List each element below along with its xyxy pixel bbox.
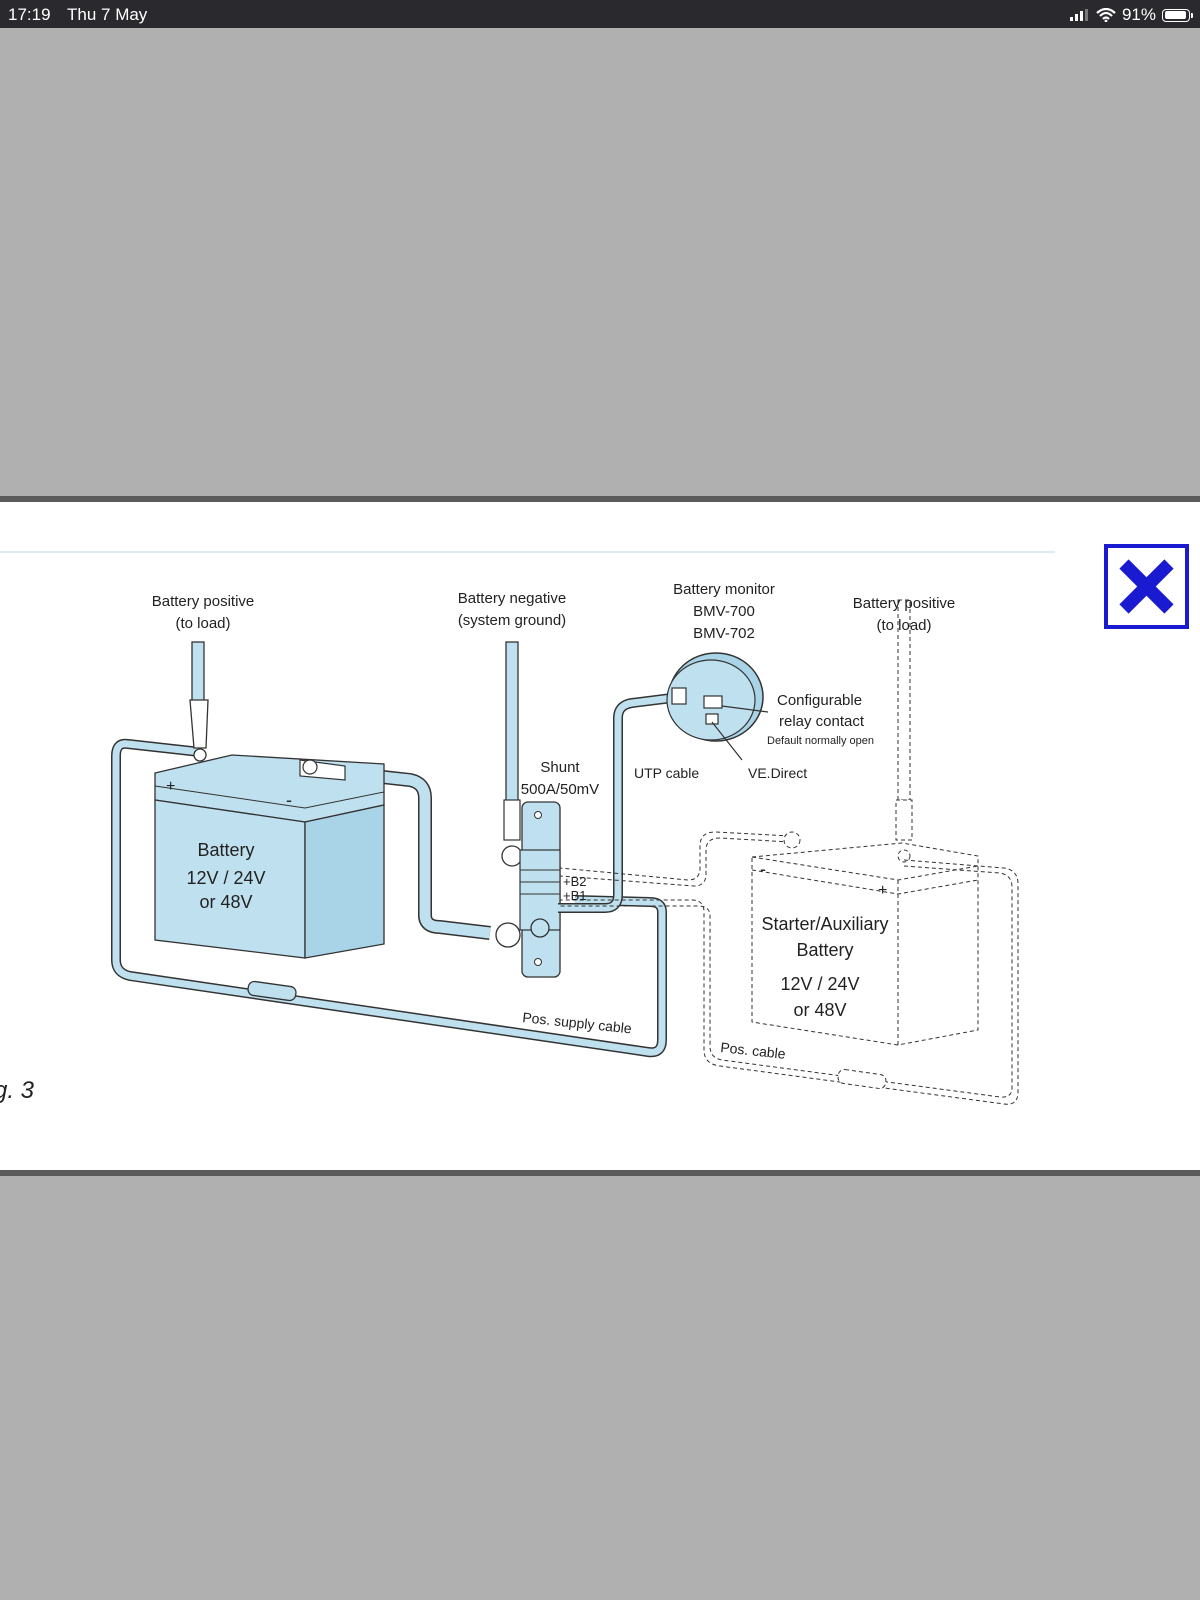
label-battery-positive-left-2: (to load) <box>175 615 230 632</box>
label-monitor-2: BMV-700 <box>693 603 755 620</box>
label-battery-negative-1: Battery negative <box>458 590 566 607</box>
figure-caption: g. 3 <box>0 1077 35 1104</box>
label-relay-1: Configurable <box>777 692 862 709</box>
battery-positive-cable <box>191 641 205 703</box>
close-button[interactable] <box>1104 544 1189 629</box>
shunt <box>519 801 561 978</box>
battery-label-1: Battery <box>197 840 254 860</box>
status-indicators: 91% <box>1069 5 1193 25</box>
status-time: 17:19 <box>8 5 51 24</box>
status-bar: 17:19 Thu 7 May 91% <box>0 0 1200 28</box>
label-relay-2: relay contact <box>779 713 865 730</box>
label-b1: +B1 <box>563 888 587 903</box>
starter-label-1: Starter/Auxiliary <box>761 914 888 934</box>
battery-minus-sign: - <box>286 790 292 810</box>
label-relay-3: Default normally open <box>767 735 874 747</box>
status-date: Thu 7 May <box>67 5 148 24</box>
cellular-signal-icon <box>1069 9 1088 21</box>
label-shunt-2: 500A/50mV <box>521 781 599 798</box>
battery-label-3: or 48V <box>199 892 252 912</box>
system-ground-cable <box>505 641 519 803</box>
close-x-icon <box>1119 559 1174 614</box>
label-shunt-1: Shunt <box>540 759 580 776</box>
battery-icon <box>1162 8 1193 22</box>
label-utp-cable: UTP cable <box>634 765 699 781</box>
battery-monitor <box>666 652 764 742</box>
label-battery-negative-2: (system ground) <box>458 612 566 629</box>
starter-label-2: Battery <box>796 940 853 960</box>
label-battery-positive-right-1: Battery positive <box>853 595 956 612</box>
battery-label-2: 12V / 24V <box>186 868 265 888</box>
label-battery-positive-left-1: Battery positive <box>152 593 255 610</box>
battery-plus-sign: + <box>166 778 175 795</box>
label-monitor-3: BMV-702 <box>693 625 755 642</box>
inline-fuse <box>247 980 297 1002</box>
wifi-icon <box>1096 8 1116 22</box>
starter-label-4: or 48V <box>793 1000 846 1020</box>
starter-battery <box>559 599 1019 1105</box>
label-pos-cable: Pos. cable <box>720 1039 787 1062</box>
starter-plus-sign: + <box>878 882 887 899</box>
starter-minus-sign: - <box>760 859 766 879</box>
vedirect-leader <box>711 721 743 761</box>
label-monitor-1: Battery monitor <box>673 581 775 598</box>
battery-percent: 91% <box>1121 5 1156 24</box>
label-vedirect: VE.Direct <box>748 765 807 781</box>
relay-leader <box>721 705 769 713</box>
starter-label-3: 12V / 24V <box>780 974 859 994</box>
label-battery-positive-right-2: (to load) <box>876 617 931 634</box>
label-b2: +B2 <box>563 874 587 889</box>
main-battery: + - Battery 12V / 24V or 48V <box>154 754 385 959</box>
